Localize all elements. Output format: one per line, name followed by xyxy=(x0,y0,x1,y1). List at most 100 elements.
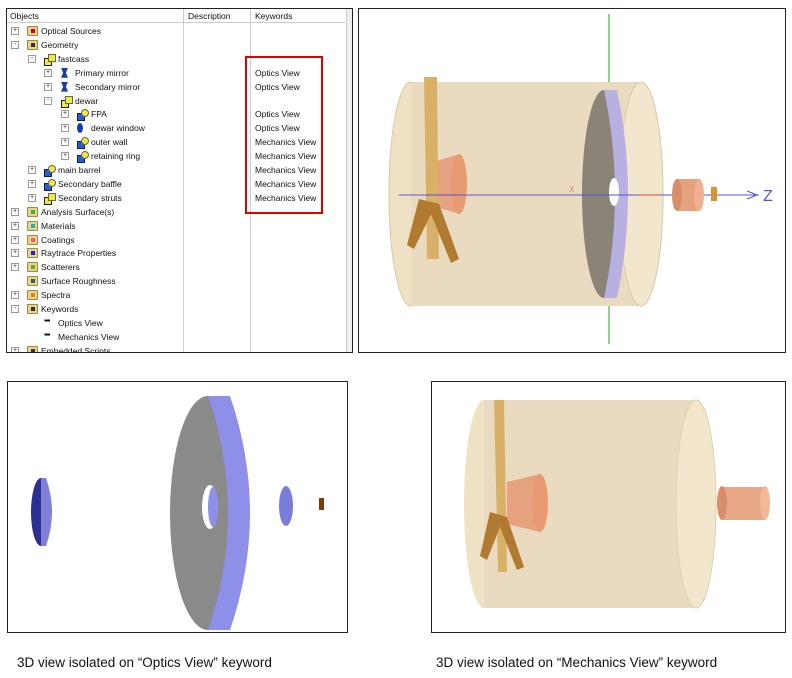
expand-icon[interactable]: + xyxy=(11,346,19,353)
expand-icon[interactable]: + xyxy=(11,235,19,244)
tree-item-keyword: Mechanics View xyxy=(255,178,317,189)
tree-header: Objects Description Keywords xyxy=(7,9,346,23)
collapse-icon[interactable]: - xyxy=(11,305,19,313)
outer-wall xyxy=(722,487,765,520)
folder-icon xyxy=(27,26,38,36)
tree-item[interactable]: + dewar window Optics View xyxy=(7,121,347,135)
tree-item[interactable]: + Coatings xyxy=(7,233,347,247)
assembly-icon xyxy=(61,95,73,108)
expand-icon[interactable]: + xyxy=(11,27,19,35)
vertical-scrollbar[interactable] xyxy=(346,9,352,352)
tree-item-keyword: Mechanics View xyxy=(255,137,317,148)
expand-icon[interactable]: + xyxy=(61,138,69,147)
expand-icon[interactable]: + xyxy=(11,291,19,300)
folder-icon xyxy=(27,234,38,245)
3d-view-full[interactable]: Z X xyxy=(358,8,786,353)
tree-item[interactable]: +Analysis Surface(s) xyxy=(7,205,347,219)
tree-item[interactable]: +Embedded Scripts xyxy=(7,344,347,353)
column-header-keywords[interactable]: Keywords xyxy=(255,11,293,21)
tree-item[interactable]: -fastcass xyxy=(7,52,347,66)
fpa-housing xyxy=(677,179,699,211)
part-icon xyxy=(44,165,56,177)
part-icon xyxy=(77,109,89,122)
expand-icon[interactable]: + xyxy=(11,221,19,230)
tree-item[interactable]: ▪▪▪Optics View xyxy=(7,316,347,330)
tree-item-keyword: Mechanics View xyxy=(255,165,317,175)
dewar-window xyxy=(279,486,293,526)
collapse-icon[interactable]: - xyxy=(11,40,19,49)
expand-icon[interactable]: + xyxy=(44,68,52,77)
tree-item[interactable]: + Secondary struts Mechanics View xyxy=(7,191,347,205)
tree-item[interactable]: +Scatterers xyxy=(7,260,347,274)
tree-item-label: Secondary struts xyxy=(58,192,122,203)
tree-item-label: Mechanics View xyxy=(58,331,120,342)
collapse-icon[interactable]: - xyxy=(44,96,52,105)
expand-icon[interactable]: + xyxy=(44,82,52,91)
assembly-icon xyxy=(44,192,56,205)
collapse-icon[interactable]: - xyxy=(28,54,36,63)
expand-icon[interactable]: + xyxy=(61,110,69,119)
column-header-description[interactable]: Description xyxy=(188,11,231,21)
tree-item-label: Spectra xyxy=(41,290,71,301)
expand-icon[interactable]: + xyxy=(11,249,19,258)
tree-item-keyword: Optics View xyxy=(255,81,300,92)
tree-item[interactable]: + main barrel Mechanics View xyxy=(7,163,347,177)
tree-item[interactable]: + FPA Optics View xyxy=(7,107,347,122)
tree-item-label: Coatings xyxy=(41,234,75,245)
primary-mirror xyxy=(170,396,250,630)
tree-item-label: Materials xyxy=(41,220,76,231)
folder-icon xyxy=(27,206,38,217)
part-icon xyxy=(77,137,89,150)
tree-item[interactable]: - dewar xyxy=(7,94,347,108)
expand-icon[interactable]: + xyxy=(61,124,69,133)
folder-icon xyxy=(27,345,38,352)
tree-item-label: dewar xyxy=(75,95,99,106)
keyword-icon: ▪▪▪ xyxy=(44,315,51,325)
folder-icon xyxy=(27,262,38,273)
expand-icon[interactable]: + xyxy=(28,193,36,202)
tree-item-keyword: Optics View xyxy=(255,67,300,78)
expand-icon[interactable]: + xyxy=(61,152,69,161)
lens-icon xyxy=(77,123,83,134)
tree-item-label: main barrel xyxy=(58,165,101,175)
fpa xyxy=(319,498,324,510)
tree-item[interactable]: Surface Roughness xyxy=(7,274,347,288)
folder-icon xyxy=(27,276,38,287)
object-tree-panel: Objects Description Keywords +Optical So… xyxy=(6,8,353,353)
tree-item-label: dewar window xyxy=(91,123,145,134)
tree-item[interactable]: + Materials xyxy=(7,219,347,233)
column-header-objects[interactable]: Objects xyxy=(10,11,39,21)
expand-icon[interactable]: + xyxy=(11,207,19,216)
expand-icon[interactable]: + xyxy=(11,263,19,272)
mirror-icon xyxy=(61,81,68,92)
tree-item-keyword: Optics View xyxy=(255,123,300,134)
tree-item[interactable]: +Optical Sources xyxy=(7,24,347,38)
x-axis-label: X xyxy=(569,185,575,194)
tree-item-keyword: Optics View xyxy=(255,109,300,120)
tree-item[interactable]: +Raytrace Properties xyxy=(7,246,347,260)
assembly-icon xyxy=(44,53,56,66)
tree-item[interactable]: - Geometry xyxy=(7,38,347,52)
part-icon xyxy=(77,151,89,164)
expand-icon[interactable]: + xyxy=(28,166,36,174)
expand-icon[interactable]: + xyxy=(28,179,36,188)
tree-item-label: FPA xyxy=(91,109,107,120)
tree-item-keyword: Mechanics View xyxy=(255,192,317,203)
tree-item-label: outer wall xyxy=(91,137,128,148)
tree-item[interactable]: -Keywords xyxy=(7,302,347,316)
tree-item[interactable]: + Spectra xyxy=(7,288,347,302)
tree-item[interactable]: + outer wall Mechanics View xyxy=(7,135,347,150)
folder-icon xyxy=(27,304,38,314)
part-icon xyxy=(44,178,56,191)
optics-view-3d[interactable] xyxy=(7,381,348,633)
tree-item-label: Geometry xyxy=(41,39,79,50)
tree-item[interactable]: ▪▪▪Mechanics View xyxy=(7,330,347,344)
mechanics-view-3d[interactable] xyxy=(431,381,786,633)
folder-icon xyxy=(27,248,38,259)
mirror-icon xyxy=(61,67,68,78)
folder-icon xyxy=(27,220,38,231)
